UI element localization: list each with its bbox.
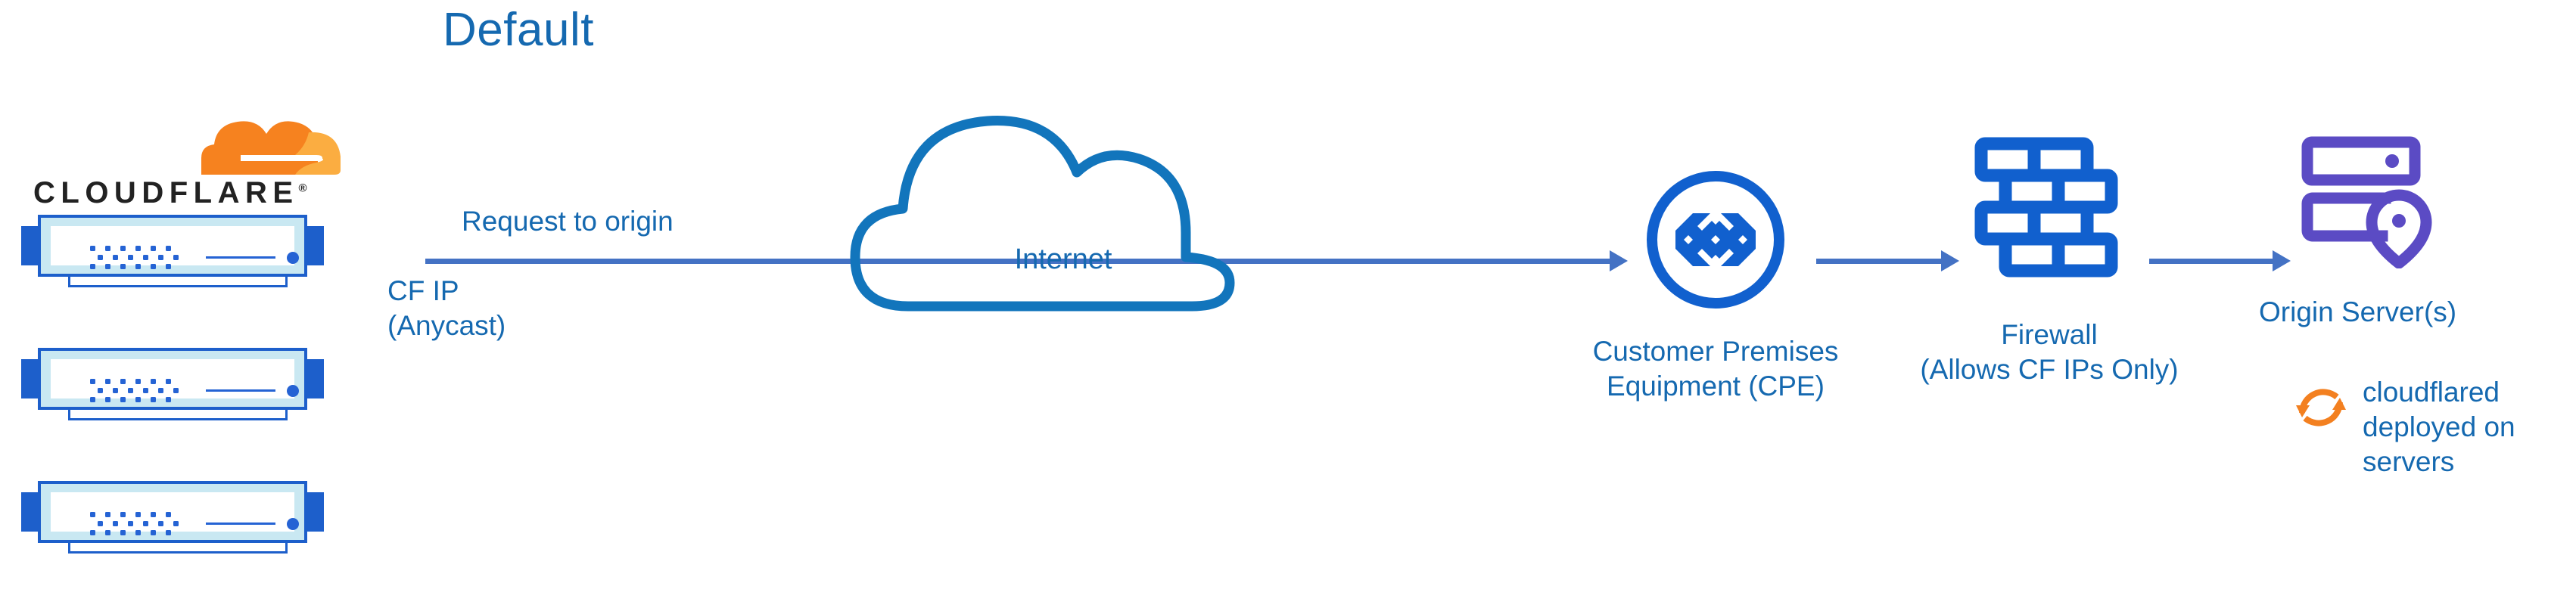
rack-shelf xyxy=(68,541,288,554)
rack-vent-dots xyxy=(90,246,181,270)
cloudflare-edge-server-1 xyxy=(21,215,324,290)
cloud-icon xyxy=(850,116,1235,312)
rack-power-led xyxy=(287,385,299,397)
rack-tab-left xyxy=(21,359,39,398)
cloudflare-edge-server-3 xyxy=(21,481,324,557)
rack-tab-right xyxy=(306,492,324,532)
arrow-edge-to-cpe-head xyxy=(1610,250,1628,271)
rack-status-line xyxy=(206,256,275,259)
rack-tab-right xyxy=(306,359,324,398)
arrow-cpe-to-firewall-line xyxy=(1816,259,1941,264)
wordmark-text: CLOUDFLARE xyxy=(33,176,299,209)
cloudflare-cloud-icon xyxy=(201,121,341,175)
rack-faceplate xyxy=(51,492,299,535)
rack-body xyxy=(38,215,307,277)
rack-shelf xyxy=(68,408,288,420)
trademark-symbol: ® xyxy=(298,181,307,195)
router-icon xyxy=(1644,168,1787,312)
rack-vent-dots xyxy=(90,512,181,536)
cloudflare-edge-server-2 xyxy=(21,348,324,423)
arrow-edge-to-cpe-line xyxy=(425,259,1610,264)
sync-arrows-icon xyxy=(2291,378,2350,437)
cloudflared-label: cloudflared deployed on servers xyxy=(2363,377,2515,477)
rack-faceplate xyxy=(51,226,299,269)
rack-status-line xyxy=(206,389,275,392)
rack-tab-left xyxy=(21,492,39,532)
brick-wall-icon-svg xyxy=(1974,137,2118,278)
cloudflare-wordmark: CLOUDFLARE® xyxy=(33,176,307,210)
server-pin-icon xyxy=(2301,136,2444,269)
server-pin-icon-svg xyxy=(2301,136,2432,269)
rack-body xyxy=(38,348,307,410)
router-icon-svg xyxy=(1647,171,1784,309)
internet-label: Internet xyxy=(1014,243,1112,275)
internet-cloud-node: Internet xyxy=(836,106,1290,318)
cpe-label: Customer Premises Equipment (CPE) xyxy=(1592,336,1839,402)
rack-tab-right xyxy=(306,226,324,265)
arrow-firewall-to-origin-line xyxy=(2149,259,2273,264)
rack-status-line xyxy=(206,523,275,525)
rack-power-led xyxy=(287,252,299,264)
firewall-label: Firewall (Allows CF IPs Only) xyxy=(1920,319,2179,385)
brick-wall-icon xyxy=(1972,135,2120,283)
cloudflare-logo: CLOUDFLARE® xyxy=(33,102,351,209)
rack-shelf xyxy=(68,275,288,287)
edge-label-cf-ip: CF IP (Anycast) xyxy=(387,275,506,341)
arrow-cpe-to-firewall-head xyxy=(1941,250,1959,271)
rack-vent-dots xyxy=(90,379,181,403)
page-title: Default xyxy=(443,4,594,56)
rack-body xyxy=(38,481,307,543)
edge-label-request: Request to origin xyxy=(462,206,674,237)
rack-tab-left xyxy=(21,226,39,265)
origin-label: Origin Server(s) xyxy=(2259,296,2457,327)
rack-faceplate xyxy=(51,359,299,402)
arrow-firewall-to-origin-head xyxy=(2273,250,2291,271)
rack-power-led xyxy=(287,518,299,530)
sync-arrows-icon-svg xyxy=(2296,389,2346,426)
